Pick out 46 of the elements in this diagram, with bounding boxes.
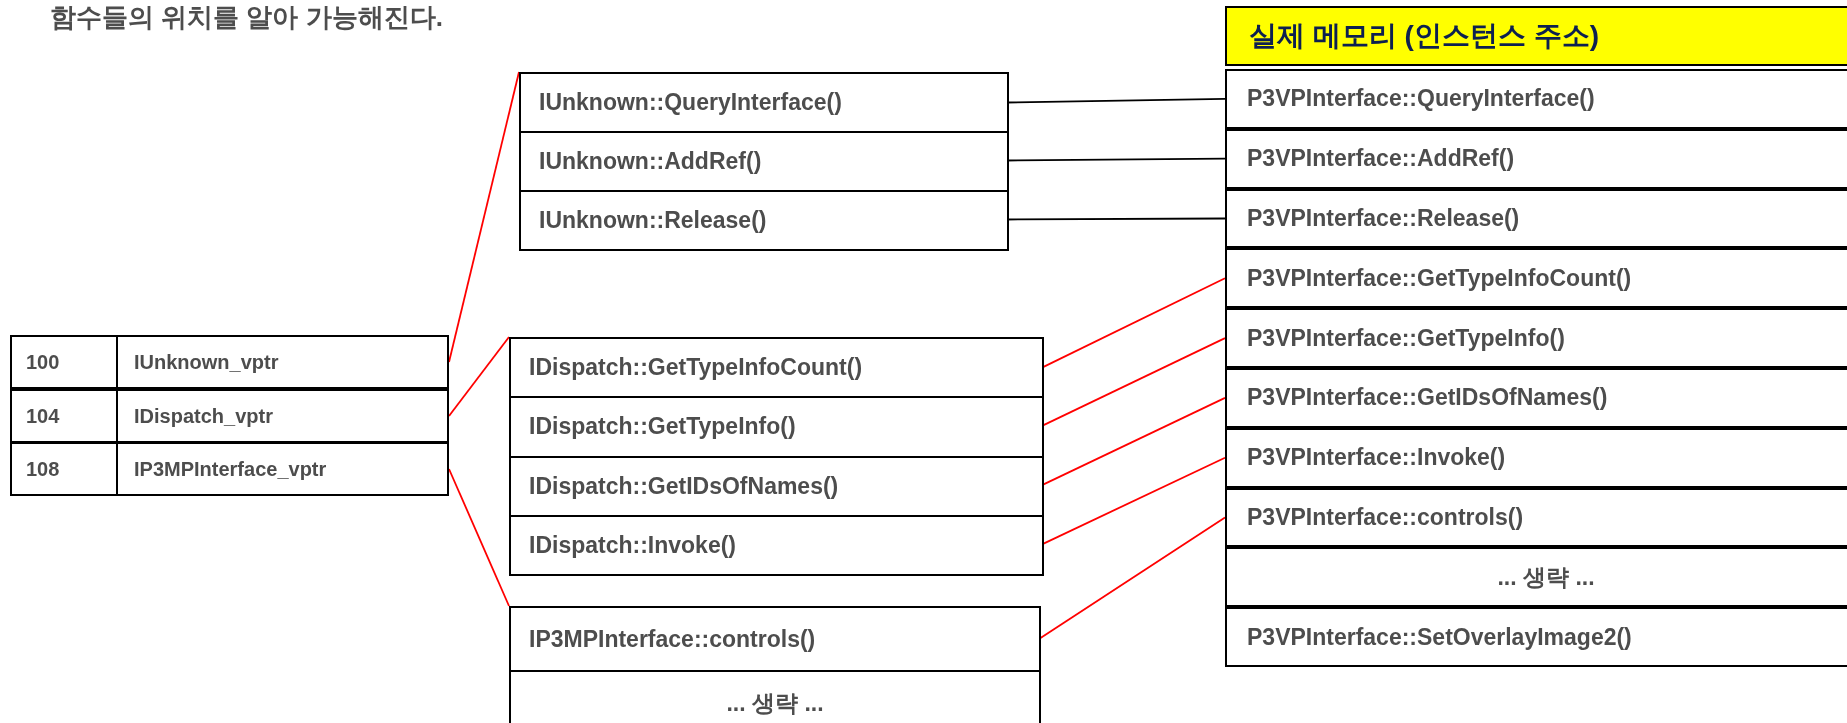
function-name: IDispatch::GetTypeInfo() [529, 413, 796, 441]
function-name: IP3MPInterface::controls() [529, 625, 816, 653]
function-name: P3VPInterface::GetTypeInfo() [1247, 324, 1565, 352]
memory-row [1225, 547, 1847, 608]
memory-row [1225, 128, 1847, 189]
connector-line [448, 336, 510, 417]
function-name: P3VPInterface::Invoke() [1247, 444, 1506, 472]
memory-row [1225, 487, 1847, 548]
function-name: IDispatch::GetIDsOfNames() [529, 472, 839, 500]
memory-row [1225, 69, 1847, 129]
memory-row [1225, 368, 1847, 428]
function-name: P3VPInterface::GetIDsOfNames() [1247, 384, 1608, 412]
memory-row [1225, 248, 1847, 309]
heading-text: 함수들의 위치를 알아 가능해진다. [50, 1, 443, 34]
memory-row [1225, 607, 1847, 667]
object-layout-row [10, 389, 449, 443]
vptr-name: IUnknown_vptr [134, 350, 279, 374]
omitted-text: ... 생략 ... [1497, 562, 1595, 592]
object-layout-row [10, 442, 449, 496]
offset-text: 100 [26, 350, 60, 374]
omitted-text: ... 생략 ... [726, 688, 824, 718]
function-name: P3VPInterface::AddRef() [1247, 145, 1515, 173]
memory-row [1225, 308, 1847, 368]
function-name: P3VPInterface::GetTypeInfoCount() [1247, 264, 1632, 292]
offset-text: 108 [26, 457, 60, 481]
memory-header [1225, 6, 1847, 66]
header-text: 실제 메모리 (인스턴스 주소) [1249, 19, 1599, 53]
function-name: IUnknown::QueryInterface() [539, 89, 842, 116]
function-name: IUnknown::Release() [539, 207, 767, 234]
vptr-name: IDispatch_vptr [134, 404, 273, 428]
object-layout-row [10, 335, 449, 389]
connector-line [448, 468, 510, 607]
offset-text: 104 [26, 404, 60, 428]
vtable-box [519, 72, 1009, 251]
function-name: IDispatch::Invoke() [529, 531, 737, 559]
memory-row [1225, 427, 1847, 488]
function-name: P3VPInterface::QueryInterface() [1247, 85, 1595, 113]
vtable-box [509, 337, 1044, 576]
function-name: P3VPInterface::controls() [1247, 504, 1524, 531]
vtable-box [509, 606, 1041, 723]
function-name: P3VPInterface::Release() [1247, 205, 1520, 232]
function-name: IDispatch::GetTypeInfoCount() [529, 354, 863, 382]
vptr-name: IP3MPInterface_vptr [134, 457, 327, 481]
function-name: IUnknown::AddRef() [539, 148, 762, 175]
memory-row [1225, 188, 1847, 249]
function-name: P3VPInterface::SetOverlayImage2() [1247, 623, 1632, 651]
